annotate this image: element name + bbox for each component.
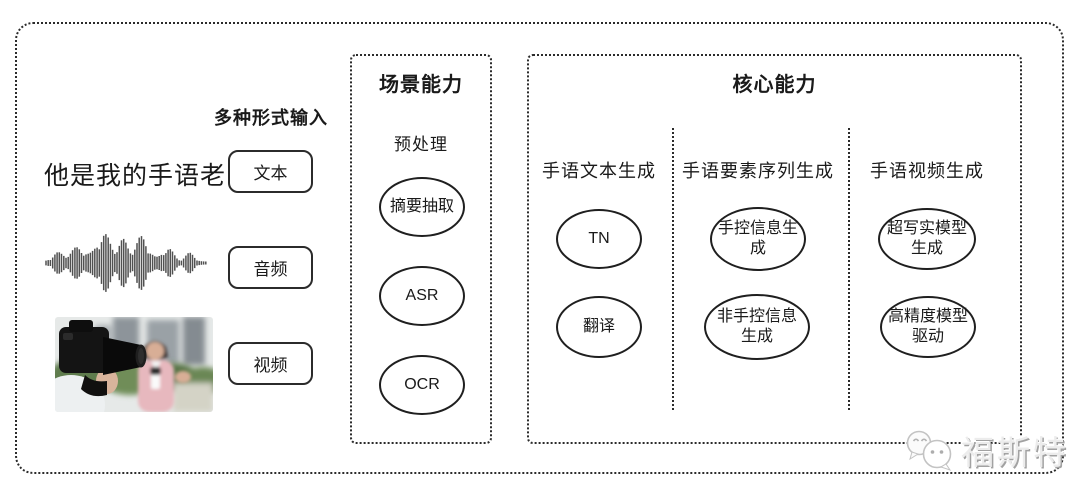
core-capability-panel: 核心能力 手语文本生成 手语要素序列生成 手语视频生成 TN 翻译 手控信息生成… xyxy=(527,54,1022,444)
column-header-text-generation: 手语文本生成 xyxy=(542,161,656,181)
column-divider xyxy=(672,128,674,410)
input-type-label: 音频 xyxy=(253,260,288,279)
column-divider xyxy=(848,128,850,410)
column-header-video-generation: 手语视频生成 xyxy=(870,161,984,181)
watermark: 福斯特 xyxy=(903,426,1069,474)
sample-sentence-text: 他是我的手语老师 xyxy=(44,162,253,190)
node-label: 超写实模型生成 xyxy=(886,220,967,257)
node-label: TN xyxy=(588,230,610,247)
node-label: OCR xyxy=(404,376,440,393)
node-label: 高精度模型驱动 xyxy=(888,308,969,345)
input-type-label: 文本 xyxy=(253,164,288,183)
input-type-box-video: 视频 xyxy=(228,342,313,385)
node-label: 手控信息生成 xyxy=(718,220,799,257)
outer-dotted-border xyxy=(15,22,1064,474)
node-ocr: OCR xyxy=(379,355,465,415)
column-header-element-sequence-generation: 手语要素序列生成 xyxy=(682,161,834,181)
input-type-box-text: 文本 xyxy=(228,150,313,193)
node-asr: ASR xyxy=(379,266,465,326)
node-label: 非手控信息生成 xyxy=(716,308,797,345)
preprocess-group-label: 预处理 xyxy=(394,135,448,154)
node-label: 摘要抽取 xyxy=(389,198,454,215)
node-translation: 翻译 xyxy=(556,296,642,358)
scene-panel-title: 场景能力 xyxy=(379,74,463,96)
chat-bubbles-icon xyxy=(906,430,952,471)
watermark-text: 福斯特 xyxy=(961,434,1069,471)
scene-capability-panel: 场景能力 预处理 摘要抽取 ASR OCR xyxy=(350,54,492,444)
node-summary-extraction: 摘要抽取 xyxy=(379,177,465,237)
reporter-video-still-image xyxy=(55,317,213,412)
node-non-manual-info-generation: 非手控信息生成 xyxy=(704,294,810,360)
input-type-label: 视频 xyxy=(253,356,288,375)
audio-waveform-icon xyxy=(44,229,208,299)
node-high-precision-model-driving: 高精度模型驱动 xyxy=(880,296,976,358)
input-section-heading: 多种形式输入 xyxy=(214,108,328,128)
node-label: 翻译 xyxy=(582,318,615,335)
node-hyperrealistic-model-generation: 超写实模型生成 xyxy=(878,208,976,270)
node-manual-info-generation: 手控信息生成 xyxy=(710,207,806,271)
node-label: ASR xyxy=(405,287,439,304)
core-panel-title: 核心能力 xyxy=(732,74,817,96)
node-tn: TN xyxy=(556,209,642,269)
input-type-box-audio: 音频 xyxy=(228,246,313,289)
